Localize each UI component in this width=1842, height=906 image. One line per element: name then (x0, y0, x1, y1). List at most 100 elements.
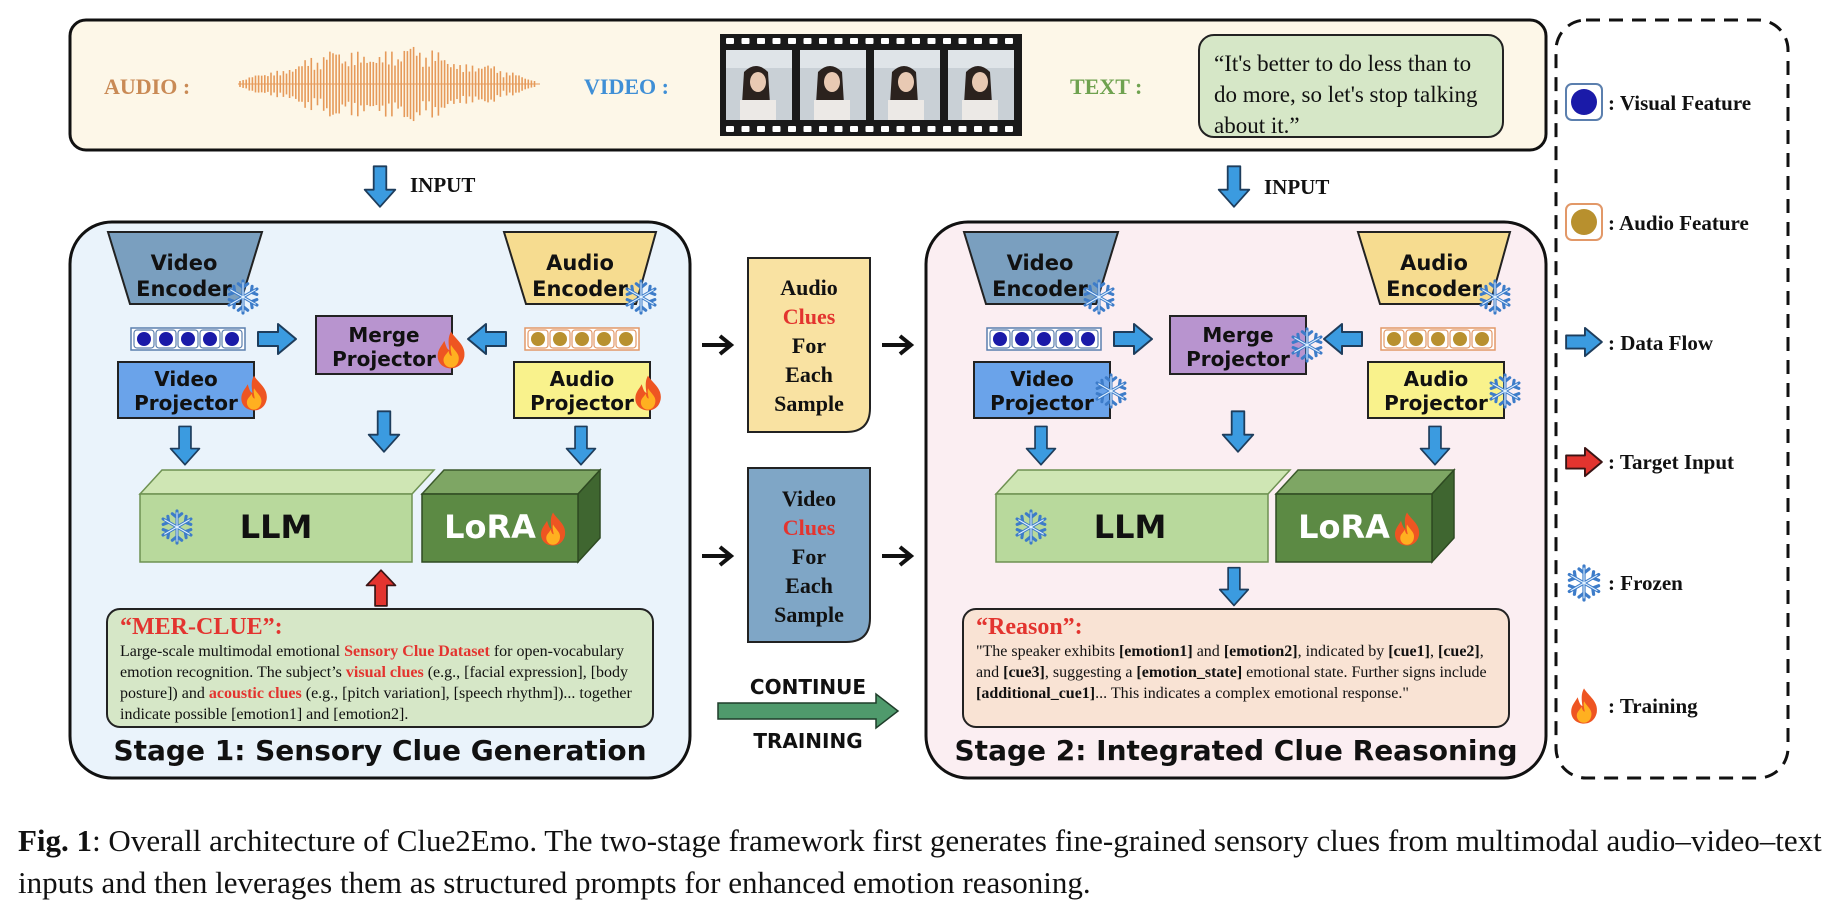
stage2-video-encoder-line1: Video (1007, 251, 1074, 275)
stage2-audio-projector: Audio Projector (1367, 361, 1521, 419)
stage1-video-encoder-line1: Video (151, 251, 218, 275)
stage1-vproj-line2: Projector (134, 391, 238, 415)
video-filmstrip (720, 34, 1022, 136)
text-label: TEXT : (1070, 74, 1142, 99)
stage2-title: Stage 2: Integrated Clue Reasoning (955, 734, 1518, 767)
stage2-llm-block: LLM (994, 469, 1292, 563)
reason-text: , indicated by (1297, 643, 1389, 660)
stage1-video-encoder-line2: Encoder (136, 277, 232, 301)
stage2-audio-encoder-line2: Encoder (1386, 277, 1482, 301)
video-clues-line: Clues (783, 515, 836, 540)
legend-frozen: : Frozen (1567, 564, 1683, 602)
legend-panel: : Visual Feature : Audio Feature : Data … (1554, 18, 1790, 780)
stage1-visual-feature-tokens (130, 327, 246, 351)
continue-training-arrow (717, 692, 900, 730)
stage1-vproj-line1: Video (154, 367, 218, 391)
stage1-merge-projector: Merge Projector (315, 315, 465, 375)
flow-arrow-icon (700, 334, 733, 356)
stage1-audio-encoder-line1: Audio (546, 251, 614, 275)
reason-token: [cue1] (1388, 643, 1430, 660)
stage1-audio-projector: Audio Projector (513, 361, 661, 419)
mer-clue-box: “MER-CLUE”: Large-scale multimodal emoti… (106, 608, 654, 728)
reason-token: [emotion2] (1223, 643, 1298, 660)
legend-data-flow-label: : Data Flow (1608, 331, 1714, 355)
stage2-video-encoder-line2: Encoder (992, 277, 1088, 301)
stage2-vproj-line1: Video (1010, 367, 1074, 391)
audio-clues-line: For (792, 333, 826, 358)
data-flow-icon (1565, 326, 1603, 358)
stage2-merge-line1: Merge (1202, 323, 1273, 347)
reason-box: “Reason”: "The speaker exhibits [emotion… (962, 608, 1510, 728)
flow-arrow-icon (880, 545, 913, 567)
stage1-aproj-line2: Projector (530, 391, 634, 415)
stage1-aproj-line1: Audio (550, 367, 615, 391)
reason-token: [emotion_state] (1136, 664, 1243, 681)
text-input-quote: “It's better to do less than to do more,… (1198, 34, 1504, 138)
clue-highlight: visual clues (345, 664, 424, 681)
reason-text: emotional state. Further signs include (1242, 664, 1487, 681)
video-clues-line: Each (785, 573, 833, 598)
stage2-video-projector: Video Projector (973, 361, 1127, 419)
stage2-lora-label: LoRA (1298, 508, 1390, 546)
stage2-audio-encoder-line1: Audio (1400, 251, 1468, 275)
clue-text: for open-vocabulary emotion recognition.… (120, 643, 625, 681)
video-clues-box: Video Clues For Each Sample (747, 467, 871, 643)
audio-clues-box: Audio Clues For Each Sample (747, 257, 871, 433)
flow-arrow-icon (880, 334, 913, 356)
audio-clues-line: Audio (780, 275, 837, 300)
audio-clues-line: Each (785, 362, 833, 387)
caption-text: : Overall architecture of Clue2Emo. The … (18, 823, 1822, 900)
input-arrow-right-label: INPUT (1264, 175, 1329, 199)
stage1-audio-encoder: Audio Encoder (502, 231, 658, 315)
middle-column: Audio Clues For Each Sample Video Clues … (700, 257, 913, 753)
legend-training: : Training (1571, 688, 1698, 724)
video-clues-line: Sample (774, 602, 844, 627)
reason-token: [cue3] (1003, 664, 1045, 681)
reason-text: ... This indicates a complex emotional r… (1095, 685, 1409, 702)
legend-visual-feature: : Visual Feature (1565, 83, 1751, 121)
clue-text: (e.g., [pitch variation], [speech rhythm… (120, 685, 632, 723)
input-banner: AUDIO : VIDEO : TEXT : (68, 18, 1548, 152)
audio-label: AUDIO : (104, 74, 190, 99)
stage1-video-encoder: Video Encoder (106, 231, 264, 315)
reason-title: “Reason”: (976, 614, 1083, 640)
clue-text: (e.g., [facial expression], [body postur… (120, 664, 629, 702)
legend-data-flow: : Data Flow (1565, 326, 1714, 358)
audio-clues-line: Sample (774, 391, 844, 416)
video-clues-line: Video (782, 486, 836, 511)
legend-frozen-label: : Frozen (1608, 571, 1683, 595)
clue-highlight: acoustic clues (208, 685, 302, 702)
training-icon (1571, 688, 1597, 724)
stage1-audio-encoder-line2: Encoder (532, 277, 628, 301)
stage2-merge-projector: Merge Projector (1169, 315, 1323, 375)
input-arrow-left-label: INPUT (410, 173, 475, 197)
frozen-icon (1567, 564, 1601, 602)
reason-token: [cue2] (1437, 643, 1480, 660)
flow-arrow-icon (700, 545, 733, 567)
mer-clue-title: “MER-CLUE”: (120, 614, 283, 640)
target-input-icon (1565, 446, 1603, 478)
mer-clue-body: Large-scale multimodal emotional Sensory… (120, 641, 640, 725)
legend-training-label: : Training (1608, 694, 1698, 718)
stage1-lora-block: LoRA (420, 468, 602, 564)
stage2-vproj-line2: Projector (990, 391, 1094, 415)
stage2-visual-feature-tokens (986, 327, 1102, 351)
reason-text: , (1429, 643, 1438, 660)
reason-body: "The speaker exhibits [emotion1] and [em… (976, 641, 1496, 704)
audio-clues-line: Clues (783, 304, 836, 329)
stage2-lora-block: LoRA (1274, 468, 1456, 564)
stage2-llm-label: LLM (1094, 508, 1167, 546)
stage1-merge-line1: Merge (348, 323, 419, 347)
legend-audio-feature: : Audio Feature (1565, 203, 1749, 241)
stage2-audio-feature-tokens (1380, 327, 1496, 351)
audio-waveform (238, 46, 540, 122)
stage2-aproj-line2: Projector (1384, 391, 1488, 415)
stage2-audio-encoder: Audio Encoder (1356, 231, 1512, 315)
training-label: TRAINING (753, 729, 862, 753)
stage2-aproj-line1: Audio (1404, 367, 1469, 391)
clue-text: Large-scale multimodal emotional (120, 643, 345, 660)
reason-token: [additional_cue1] (976, 685, 1096, 702)
reason-text: "The speaker exhibits (976, 643, 1119, 660)
legend-target-input: : Target Input (1565, 446, 1734, 478)
stage1-audio-feature-tokens (524, 327, 640, 351)
